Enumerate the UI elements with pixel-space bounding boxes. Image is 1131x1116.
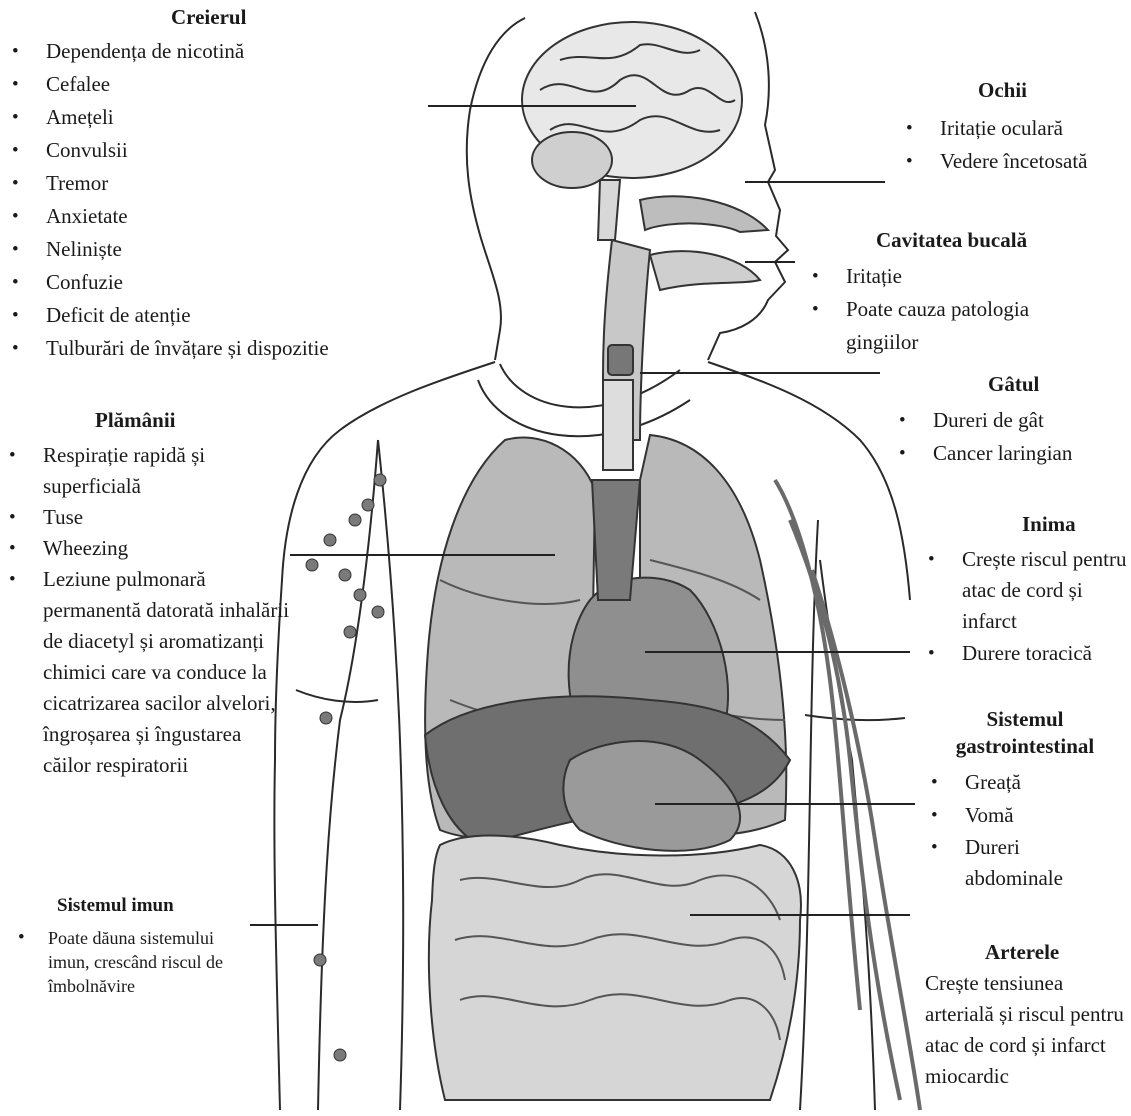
list-item: Dureri abdominale	[925, 832, 1105, 894]
list-item: Amețeli	[6, 101, 329, 134]
list-ochii: Iritație oculară Vedere încetosată	[900, 112, 1110, 178]
list-item: Greață	[925, 766, 1105, 799]
arterele-description: Crește tensiunea arterială și riscul pen…	[925, 968, 1125, 1092]
list-item: Convulsii	[6, 134, 329, 167]
section-title-gastro: Sistemul gastrointestinal	[925, 706, 1125, 760]
section-title-cavitatea-bucala: Cavitatea bucală	[876, 228, 1126, 252]
section-inima: Inima Crește riscul pentru atac de cord …	[922, 512, 1127, 670]
section-title-inima: Inima	[1022, 512, 1127, 536]
list-item: Iritație oculară	[900, 112, 1110, 145]
list-item: Vedere încetosată	[900, 145, 1110, 178]
section-cavitatea-bucala: Cavitatea bucală Iritație Poate cauza pa…	[806, 228, 1126, 359]
section-arterele: Arterele Crește tensiunea arterială și r…	[925, 940, 1125, 1092]
torso-left	[378, 440, 403, 1110]
list-item: Crește riscul pentru atac de cord și inf…	[922, 544, 1127, 637]
section-title-sistemul-imun: Sistemul imun	[57, 894, 247, 918]
list-item: Respirație rapidă și superficială	[3, 440, 293, 502]
list-item: Tuse	[3, 502, 293, 533]
section-gatul: Gâtul Dureri de gât Cancer laringian	[893, 372, 1128, 470]
sleeve-right	[805, 715, 905, 720]
list-item: Tremor	[6, 167, 329, 200]
list-item: Dureri de gât	[893, 404, 1128, 437]
section-title-arterele: Arterele	[985, 940, 1125, 964]
list-item: Durere toracică	[922, 637, 1127, 670]
lymph-nodes	[306, 474, 386, 1061]
list-item: Cefalee	[6, 68, 329, 101]
list-item: Leziune pulmonară permanentă datorată in…	[3, 564, 293, 781]
list-plamanii: Respirație rapidă și superficială Tuse W…	[3, 440, 293, 781]
section-ochii: Ochii Iritație oculară Vedere încetosată	[900, 78, 1130, 178]
list-item: Anxietate	[6, 200, 329, 233]
list-item: Dependența de nicotină	[6, 35, 329, 68]
list-cavitatea-bucala: Iritație Poate cauza patologia gingiilor	[806, 260, 1096, 359]
arm-vessels	[775, 480, 920, 1110]
intestines	[429, 836, 801, 1100]
section-title-creierul: Creierul	[171, 5, 329, 29]
section-title-ochii: Ochii	[978, 78, 1130, 102]
section-sistemul-imun: Sistemul imun Poate dăuna sistemului imu…	[12, 894, 247, 998]
list-inima: Crește riscul pentru atac de cord și inf…	[922, 544, 1127, 670]
list-item: Cancer laringian	[893, 437, 1128, 470]
section-gastro: Sistemul gastrointestinal Greață Vomă Du…	[925, 706, 1125, 894]
list-item: Confuzie	[6, 266, 329, 299]
list-item: Neliniște	[6, 233, 329, 266]
list-item: Vomă	[925, 799, 1105, 832]
torso-right	[800, 520, 818, 1110]
list-item: Poate cauza patologia gingiilor	[806, 293, 1096, 359]
list-gastro: Greață Vomă Dureri abdominale	[925, 766, 1105, 894]
section-creierul: Creierul Dependența de nicotină Cefalee …	[6, 5, 329, 365]
list-creierul: Dependența de nicotină Cefalee Amețeli C…	[6, 35, 329, 365]
sleeve-left	[296, 690, 378, 702]
list-item: Deficit de atenție	[6, 299, 329, 332]
list-item: Poate dăuna sistemului imun, crescând ri…	[12, 926, 247, 998]
section-plamanii: Plămânii Respirație rapidă și superficia…	[3, 408, 293, 781]
collar	[478, 364, 690, 436]
head-outline	[467, 18, 525, 360]
list-item: Wheezing	[3, 533, 293, 564]
airway	[603, 196, 768, 470]
list-item: Iritație	[806, 260, 1096, 293]
section-title-gatul: Gâtul	[988, 372, 1128, 396]
list-sistemul-imun: Poate dăuna sistemului imun, crescând ri…	[12, 926, 247, 998]
list-item: Tulburări de învățare și dispozitie	[6, 332, 329, 365]
list-gatul: Dureri de gât Cancer laringian	[893, 404, 1128, 470]
section-title-plamanii: Plămânii	[95, 408, 293, 432]
